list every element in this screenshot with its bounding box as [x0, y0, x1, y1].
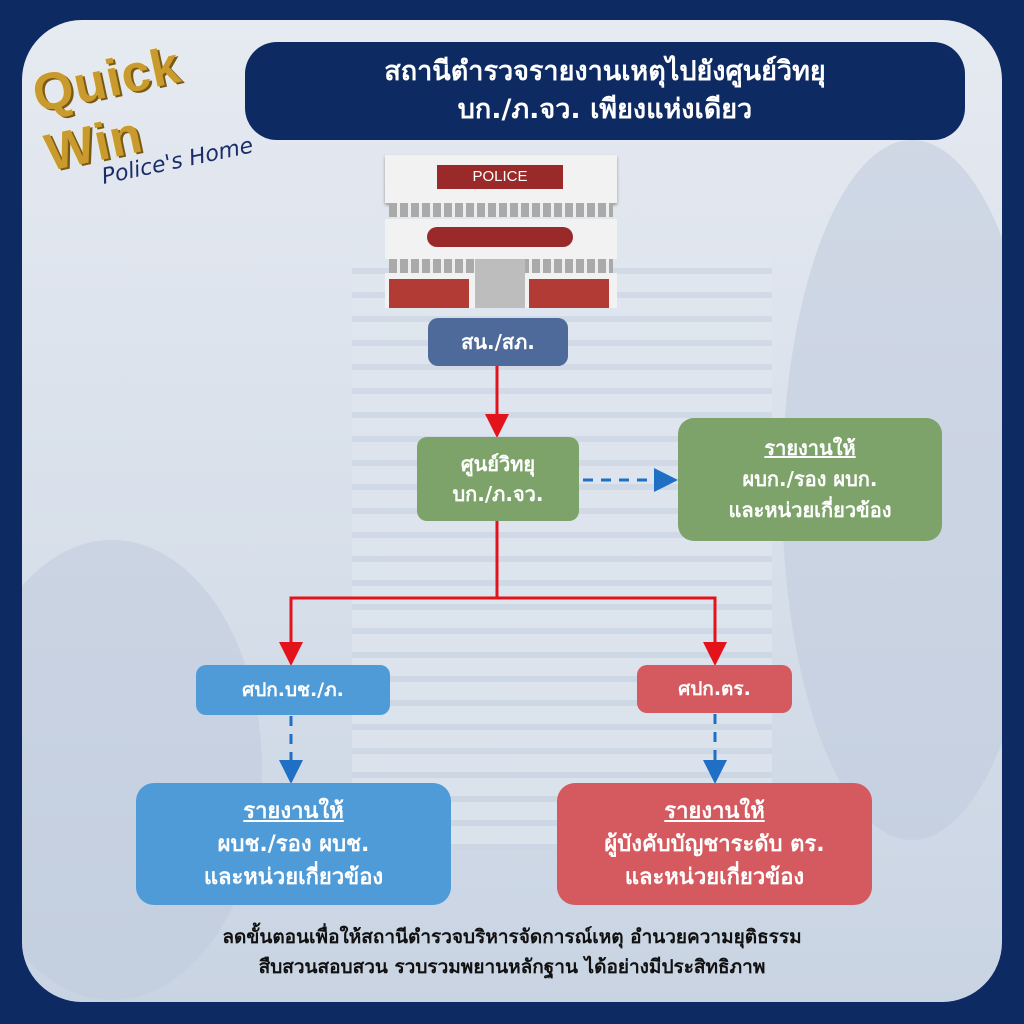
node-report-division: รายงานให้ ผบช./รอง ผบช. และหน่วยเกี่ยวข้…	[136, 783, 451, 905]
node-heading: รายงานให้	[764, 436, 856, 460]
node-label: ผบช./รอง ผบช.	[217, 831, 370, 857]
title-line-2: บก./ภ.จว. เพียงแห่งเดียว	[457, 94, 753, 125]
footer-line-1: ลดขั้นตอนเพื่อให้สถานีตำรวจบริหารจัดการณ…	[222, 926, 802, 948]
police-sign: POLICE	[437, 165, 563, 189]
node-label: ศูนย์วิทยุ	[460, 452, 536, 476]
node-label: บก./ภ.จว.	[452, 482, 544, 506]
node-label: สน./สภ.	[461, 330, 535, 354]
node-label: และหน่วยเกี่ยวข้อง	[728, 498, 892, 522]
footer-note: ลดขั้นตอนเพื่อให้สถานีตำรวจบริหารจัดการณ…	[60, 922, 964, 982]
node-label: ผบก./รอง ผบก.	[742, 467, 878, 491]
node-station: สน./สภ.	[428, 318, 568, 366]
arrow-radio-split	[279, 521, 499, 666]
node-division-ops: ศปก.บช./ภ.	[196, 665, 390, 715]
node-label: และหน่วยเกี่ยวข้อง	[203, 864, 384, 890]
title-line-1: สถานีตำรวจรายงานเหตุไปยังศูนย์วิทยุ	[384, 56, 826, 87]
node-label: ศปก.บช./ภ.	[242, 679, 344, 701]
node-heading: รายงานให้	[243, 798, 344, 824]
footer-line-2: สืบสวนสอบสวน รวบรวมพยานหลักฐาน ได้อย่างม…	[258, 956, 766, 978]
arrow-radio-to-national	[497, 596, 727, 666]
node-label: และหน่วยเกี่ยวข้อง	[624, 864, 805, 890]
police-station-icon: POLICE	[385, 155, 617, 308]
node-report-national: รายงานให้ ผู้บังคับบัญชาระดับ ตร. และหน่…	[557, 783, 872, 905]
node-label: ศปก.ตร.	[678, 678, 751, 700]
page-title: สถานีตำรวจรายงานเหตุไปยังศูนย์วิทยุ บก./…	[245, 42, 965, 140]
node-report-commander: รายงานให้ ผบก./รอง ผบก. และหน่วยเกี่ยวข้…	[678, 418, 942, 541]
node-label: ผู้บังคับบัญชาระดับ ตร.	[604, 831, 825, 857]
node-heading: รายงานให้	[664, 798, 765, 824]
node-national-ops: ศปก.ตร.	[637, 665, 792, 713]
node-radio-center: ศูนย์วิทยุ บก./ภ.จว.	[417, 437, 579, 521]
background-tree	[22, 540, 262, 1000]
